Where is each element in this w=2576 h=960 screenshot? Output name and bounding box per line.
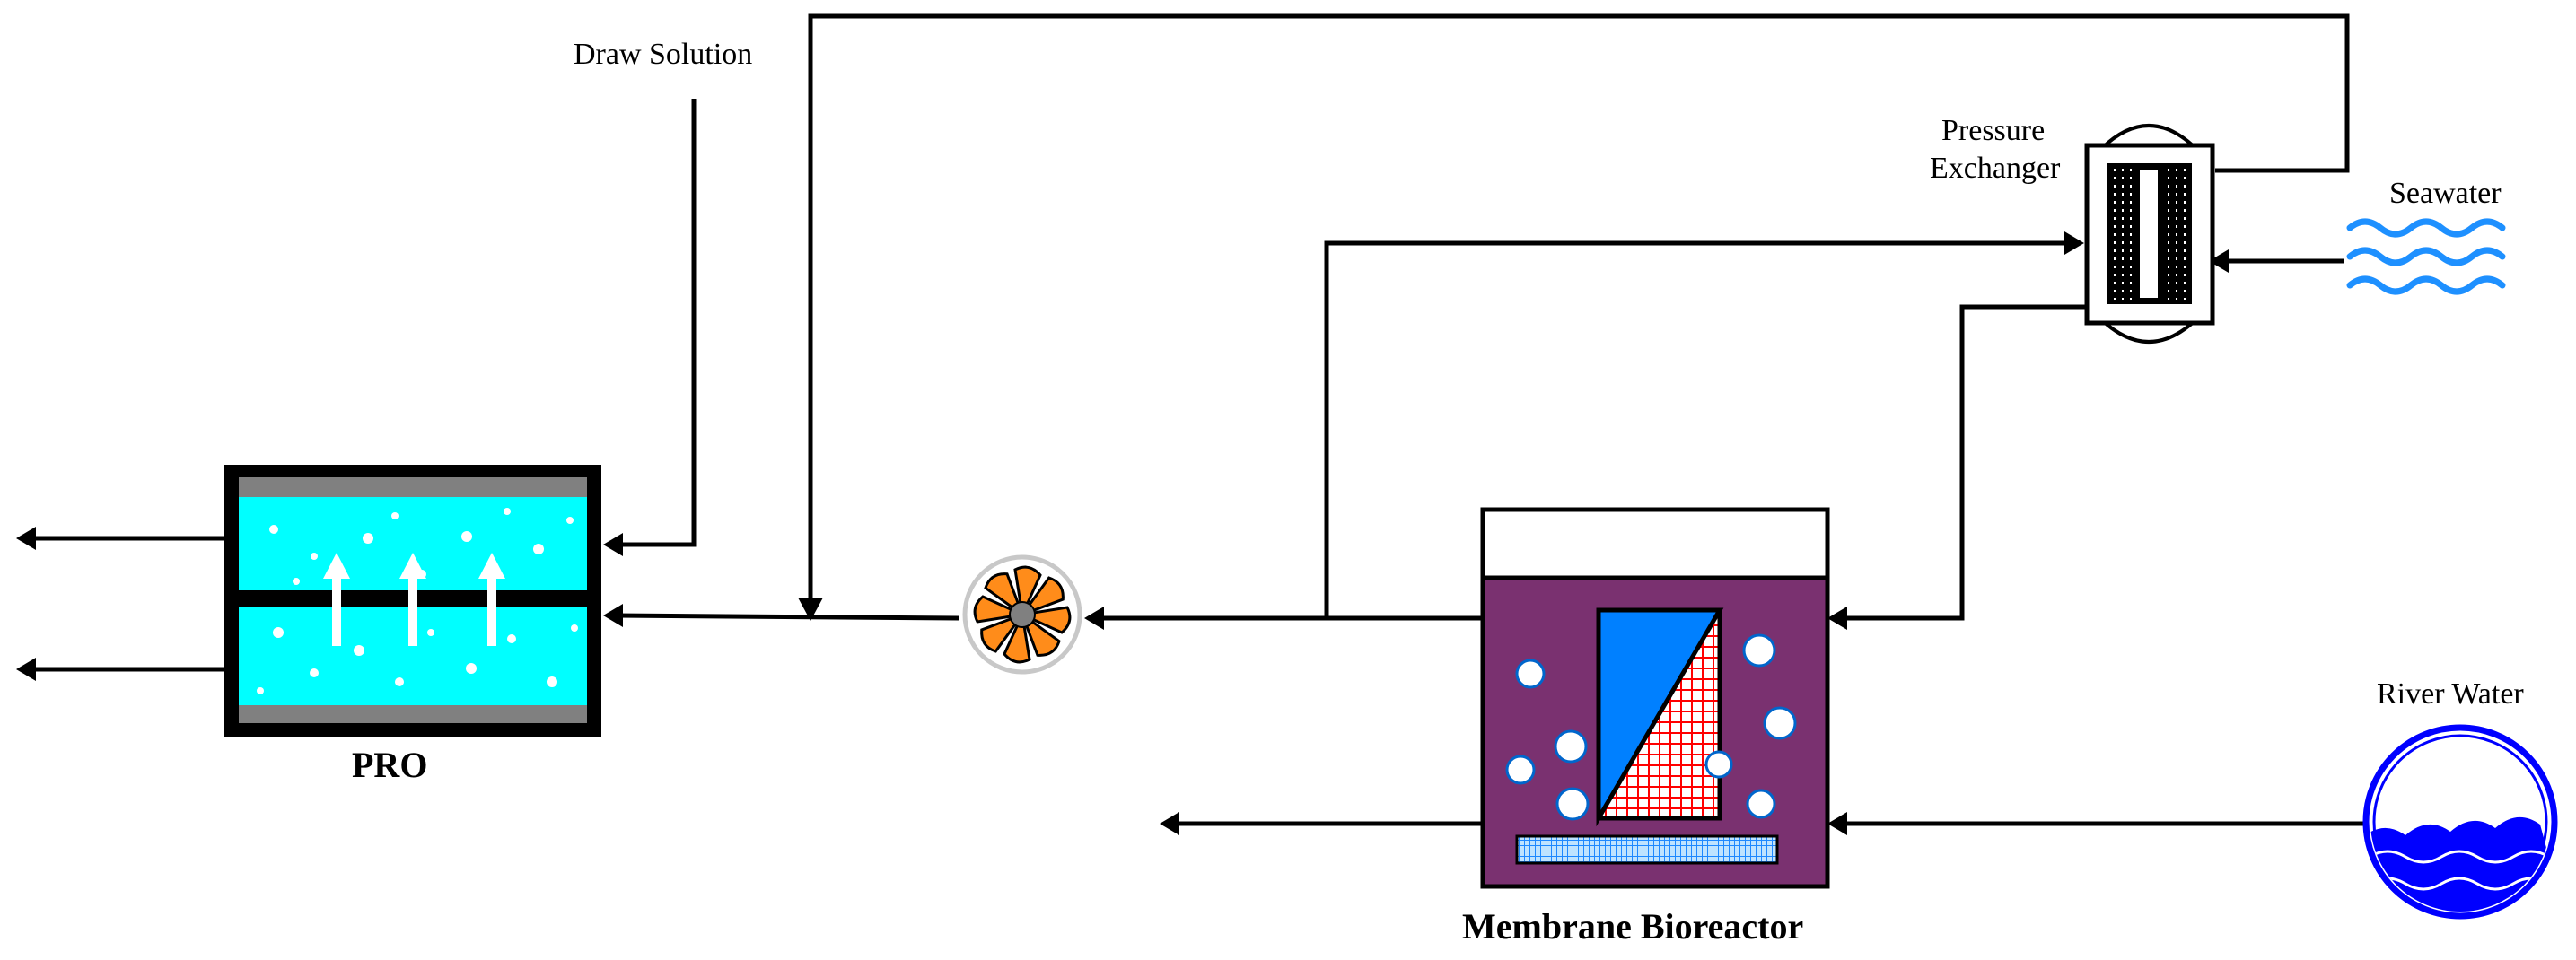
pressure-exchanger-icon [2084,124,2215,344]
pressure-label: Pressure [1941,114,2045,147]
river-water-icon [2362,724,2558,920]
pipe-network [16,13,2364,835]
osmotic-flux-arrows [323,553,505,646]
river-water-label: River Water [2377,677,2524,711]
draw-solution-label: Draw Solution [574,38,752,71]
membrane-bioreactor-label: Membrane Bioreactor [1462,906,1803,947]
exchanger-label: Exchanger [1930,152,2061,185]
pro-unit [224,465,601,737]
membrane-bioreactor [1480,507,1830,889]
seawater-label: Seawater [2389,177,2502,210]
seawater-waves-icon [2346,218,2506,295]
air-bubbles [1505,633,1797,821]
pro-label: PRO [352,745,427,785]
pump-fan-icon [962,554,1082,675]
